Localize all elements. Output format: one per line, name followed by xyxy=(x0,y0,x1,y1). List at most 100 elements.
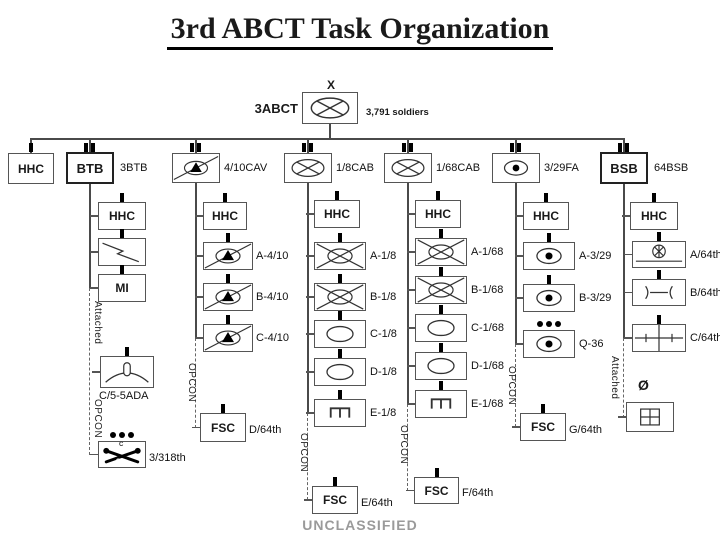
unit-tag-d-64th: D/64th xyxy=(249,424,282,436)
unit-tag-a-1-8: A-1/8 xyxy=(370,250,397,262)
connector xyxy=(623,138,625,153)
unit-tag-g-64th: G/64th xyxy=(569,424,603,436)
connector-dashed xyxy=(195,338,196,428)
engineer-icon xyxy=(315,400,365,426)
combined-arms-oval-x-icon xyxy=(303,93,357,123)
unit-box-1-8-hhc: HHC xyxy=(306,191,360,228)
armor-icon xyxy=(416,315,466,341)
air-defense-icon xyxy=(101,357,153,387)
relationship-opcon: OPCON xyxy=(92,399,103,439)
unit-box-e-1-68 xyxy=(407,381,467,418)
armor-icon xyxy=(416,353,466,379)
unit-tag-f-64th: F/64th xyxy=(462,487,494,499)
unit-tag-q-36: Q-36 xyxy=(579,338,604,350)
unit-box-fsc-d: FSC xyxy=(192,404,246,442)
unit-tag-3btb: 3BTB xyxy=(120,162,148,174)
supply-distribution-icon xyxy=(633,242,685,267)
combined-arms-icon xyxy=(315,284,365,310)
unit-tag-c-4-10: C-4/10 xyxy=(256,332,290,344)
echelon-battalion-ticks xyxy=(302,143,313,152)
echelon-company-tick xyxy=(29,143,33,152)
connector-dashed xyxy=(89,288,90,455)
echelon-battalion-ticks xyxy=(84,143,95,152)
unit-tag-a-1-68: A-1/68 xyxy=(471,246,504,258)
connector-dashed xyxy=(407,404,408,491)
field-artillery-icon xyxy=(524,285,574,311)
connector xyxy=(30,138,625,140)
unit-box-1-68cab xyxy=(384,153,432,183)
relationship-opcon: OPCON xyxy=(506,366,517,406)
signal-lightning-icon xyxy=(99,239,145,265)
combined-arms-icon xyxy=(315,243,365,269)
unit-tag-b-4-10: B-4/10 xyxy=(256,291,289,303)
unit-tag-e-64th: E/64th xyxy=(361,497,393,509)
unit-box-fsc-g: FSC xyxy=(512,404,566,441)
relationship-opcon: OPCON xyxy=(298,433,309,473)
team-echelon-symbol: Ø xyxy=(638,377,649,393)
connector xyxy=(407,138,409,153)
unit-box-attached-team xyxy=(618,402,674,432)
unit-box-fa-hhc: HHC xyxy=(515,193,569,230)
unit-box-b-1-8 xyxy=(306,274,366,311)
unit-box-hhc-brigade: HHC xyxy=(8,153,54,184)
unit-tag-c-1-8: C-1/8 xyxy=(370,328,397,340)
connector xyxy=(329,124,331,138)
unit-tag-e-1-8: E-1/8 xyxy=(370,407,397,419)
unit-box-1-68-hhc: HHC xyxy=(407,191,461,228)
unit-box-b-64th xyxy=(624,270,686,306)
unit-box-d-1-68 xyxy=(407,343,467,380)
cavalry-icon xyxy=(204,325,252,351)
field-artillery-icon xyxy=(493,154,539,182)
unit-box-signal-company xyxy=(90,229,146,266)
unit-box-c-64th xyxy=(624,315,686,352)
unit-box-q-36 xyxy=(515,321,575,358)
unit-tag-a-64th: A/64th xyxy=(690,249,720,261)
echelon-battalion-ticks xyxy=(190,143,201,152)
connector-dashed xyxy=(515,344,516,427)
root-unit-name: 3ABCT xyxy=(254,101,298,116)
unit-box-btb-hhc: HHC xyxy=(90,193,146,230)
unit-tag-b-64th: B/64th xyxy=(690,287,720,299)
icon-letter-c: C xyxy=(119,442,124,448)
four-pane-grid-icon xyxy=(627,403,673,431)
root-echelon-x: X xyxy=(326,78,335,92)
unit-box-cav-hhc: HHC xyxy=(195,193,247,230)
unit-box-a-3-29 xyxy=(515,233,575,270)
classification-marking: UNCLASSIFIED xyxy=(302,517,418,533)
unit-box-btb: BTB xyxy=(66,152,114,184)
slide-title-wrap: 3rd ABCT Task Organization xyxy=(0,12,720,50)
unit-box-b-1-68 xyxy=(407,267,467,304)
unit-box-3abct xyxy=(302,92,358,124)
connector xyxy=(307,138,309,153)
unit-box-b-4-10 xyxy=(195,274,253,311)
maintenance-icon xyxy=(633,280,685,305)
unit-tag-ada: C/5-5ADA xyxy=(99,390,149,402)
combined-arms-icon xyxy=(416,239,466,265)
combined-arms-oval-x-icon xyxy=(385,154,431,182)
unit-tag-b-1-8: B-1/8 xyxy=(370,291,397,303)
unit-box-a-1-8 xyxy=(306,233,366,270)
unit-box-cav xyxy=(172,153,220,183)
combined-arms-oval-x-icon xyxy=(285,154,331,182)
unit-box-d-1-8 xyxy=(306,349,366,386)
connector xyxy=(515,138,517,153)
root-strength-label: 3,791 soldiers xyxy=(366,107,429,118)
connector xyxy=(89,138,91,153)
field-artillery-icon xyxy=(524,243,574,269)
connector xyxy=(89,184,91,288)
unit-tag-d-1-8: D-1/8 xyxy=(370,366,397,378)
unit-box-a-64th xyxy=(624,232,686,268)
icon-letters-sd: SD xyxy=(116,458,126,465)
unit-tag-c-1-68: C-1/68 xyxy=(471,322,505,334)
cavalry-icon xyxy=(204,243,252,269)
unit-box-3-29fa xyxy=(492,153,540,183)
connector xyxy=(407,183,409,404)
unit-tag-d-1-68: D-1/68 xyxy=(471,360,505,372)
unit-tag-64bsb: 64BSB xyxy=(654,162,689,174)
unit-box-ada-battery xyxy=(92,347,154,388)
field-artillery-icon xyxy=(524,331,574,357)
relationship-attached: Attached xyxy=(609,356,620,400)
unit-tag-c-64th: C/64th xyxy=(690,332,720,344)
echelon-battalion-ticks xyxy=(510,143,521,152)
